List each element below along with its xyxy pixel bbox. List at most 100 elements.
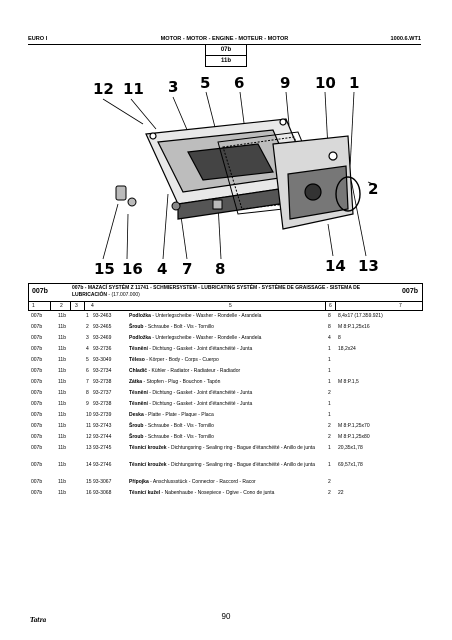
callout-15: 15: [94, 260, 115, 278]
row-group: 007b: [31, 313, 43, 319]
row-name: Těsnicí kroužek: [129, 445, 167, 451]
row-description: Těsnění - Dichtung - Gasket - Joint d'ét…: [129, 346, 341, 352]
row-translations: - Dichtung - Gasket - Joint d'étanchéité…: [147, 346, 253, 352]
row-position: 13: [86, 445, 92, 451]
callout-6: 6: [234, 74, 244, 92]
row-position: 10: [86, 412, 92, 418]
row-name: Podložka: [129, 313, 151, 319]
connector-parts: [115, 185, 223, 211]
row-subgroup: 11b: [58, 324, 66, 330]
row-name: Těleso: [129, 357, 145, 363]
row-description: Zátka - Stopfen - Plug - Bouchon - Tapón: [129, 379, 341, 385]
row-group: 007b: [31, 490, 43, 496]
row-group: 007b: [31, 423, 43, 429]
row-group: 007b: [31, 324, 43, 330]
row-quantity: 1: [328, 346, 331, 352]
row-description: Těleso - Körper - Body - Corps - Cuerpo: [129, 357, 341, 363]
callout-7: 7: [182, 260, 192, 278]
row-description: Deska - Platte - Plate - Plaque - Placa: [129, 412, 341, 418]
part-callouts: 12 11 3 5 6 9 10 1 2 15 16 4 7 8 14 13: [93, 74, 379, 278]
row-position: 3: [86, 335, 89, 341]
row-translations: - Schraube - Bolt - Vis - Tornillo: [143, 434, 214, 440]
row-quantity: 1: [328, 357, 331, 363]
row-quantity: 2: [328, 423, 331, 429]
section-title-text: 007b - MAZACÍ SYSTÉM Z 11741 - SCHMIERSY…: [72, 285, 361, 298]
row-group: 007b: [31, 335, 43, 341]
row-description: Šroub - Schraube - Bolt - Vis - Tornillo: [129, 434, 341, 440]
row-part-number: 93-2736: [93, 346, 112, 352]
row-position: 8: [86, 390, 89, 396]
row-spec: 22: [338, 490, 344, 496]
row-translations: - Anschlussstück - Connector - Raccord -…: [148, 479, 256, 485]
row-group: 007b: [31, 401, 43, 407]
row-description: Těsnění - Dichtung - Gasket - Joint d'ét…: [129, 401, 341, 407]
row-subgroup: 11b: [58, 346, 66, 352]
row-part-number: 93-2734: [93, 368, 112, 374]
row-quantity: 1: [328, 412, 331, 418]
row-quantity: 1: [328, 401, 331, 407]
row-name: Přípojka: [129, 479, 149, 485]
section-code-right: 007b: [402, 288, 418, 295]
subgroup-code-box: 11b: [205, 55, 247, 67]
row-group: 007b: [31, 390, 43, 396]
callout-9: 9: [280, 74, 290, 92]
row-quantity: 1: [328, 379, 331, 385]
row-translations: - Schraube - Bolt - Vis - Tornillo: [143, 324, 214, 330]
sealing-ring-part: [335, 176, 361, 212]
row-description: Těsnicí kroužek - Dichtungsring - Sealin…: [129, 445, 324, 451]
callout-8: 8: [215, 260, 225, 278]
row-translations: - Dichtungsring - Sealing ring - Bague d…: [166, 462, 316, 468]
row-part-number: 93-2738: [93, 401, 112, 407]
callout-11: 11: [123, 80, 144, 98]
page-number: 90: [221, 612, 231, 621]
row-subgroup: 11b: [58, 313, 66, 319]
exploded-view-drawing: 12 11 3 5 6 9 10 1 2 15 16 4 7 8 14 13: [93, 74, 379, 278]
row-name: Šroub: [129, 434, 144, 440]
row-part-number: 93-2745: [93, 445, 112, 451]
row-quantity: 1: [328, 368, 331, 374]
row-position: 15: [86, 479, 92, 485]
row-description: Těsnění - Dichtung - Gasket - Joint d'ét…: [129, 390, 341, 396]
row-position: 14: [86, 462, 92, 468]
row-description: Podložka - Unterlegscheibe - Washer - Ro…: [129, 335, 341, 341]
row-spec: 69,57x1,78: [338, 462, 363, 468]
row-name: Šroub: [129, 423, 144, 429]
row-group: 007b: [31, 434, 43, 440]
row-position: 11: [86, 423, 92, 429]
row-subgroup: 11b: [58, 445, 66, 451]
section-heading: 007b 007b - MAZACÍ SYSTÉM Z 11741 - SCHM…: [28, 283, 423, 302]
parts-list: 007b 11b 1 93-2463 Podložka - Unterlegschei…: [28, 312, 421, 500]
row-quantity: 2: [328, 479, 331, 485]
row-quantity: 8: [328, 324, 331, 330]
row-subgroup: 11b: [58, 357, 66, 363]
row-quantity: 8: [328, 313, 331, 319]
row-group: 007b: [31, 412, 43, 418]
row-part-number: 93-2463: [93, 313, 112, 319]
callout-13: 13: [358, 257, 379, 275]
row-translations: - Platte - Plate - Plaque - Placa: [143, 412, 214, 418]
row-part-number: 93-2744: [93, 434, 112, 440]
brand-logo: Tatra: [30, 617, 47, 624]
row-position: 9: [86, 401, 89, 407]
row-spec: 20,35x1,78: [338, 445, 363, 451]
row-part-number: 93-2465: [93, 324, 112, 330]
callout-14: 14: [325, 257, 346, 275]
row-translations: - Stopfen - Plug - Bouchon - Tapón: [142, 379, 221, 385]
callout-10: 10: [315, 74, 336, 92]
column-header-row: 1 2 3 4 5 6 7: [28, 301, 423, 311]
row-group: 007b: [31, 357, 43, 363]
row-description: Těsnicí kužel - Nabenhaube - Nosepiece -…: [129, 490, 341, 496]
row-group: 007b: [31, 368, 43, 374]
row-name: Těsnění: [129, 390, 148, 396]
header-right: 1000.6.WT1: [390, 36, 421, 42]
row-translations: - Schraube - Bolt - Vis - Tornillo: [143, 423, 214, 429]
